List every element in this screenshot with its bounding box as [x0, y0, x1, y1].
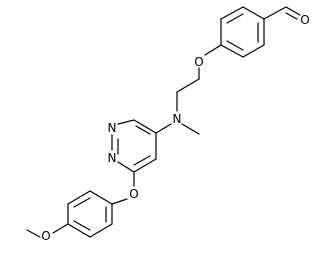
aryl-ether-oxygen-label: O — [194, 55, 203, 69]
ethylene-linker — [176, 44, 222, 112]
diaryl-ether-oxygen-label: O — [129, 187, 138, 201]
pyrimidine-ring — [111, 119, 157, 173]
pyrimidine-nitrogen-1-label: N — [108, 121, 117, 135]
methoxyphenyl-ring — [67, 190, 113, 238]
atom-labels: O O N N N O O — [41, 13, 309, 243]
benzaldehyde-ring — [220, 6, 265, 58]
n-pyrimidine-bond — [155, 123, 172, 134]
aldehyde-group — [263, 6, 301, 20]
n-methyl-bond — [181, 123, 200, 135]
methoxy-oxygen-label: O — [41, 229, 50, 243]
aldehyde-oxygen-label: O — [300, 13, 309, 27]
pyrimidine-nitrogen-3-label: N — [108, 151, 117, 165]
amine-nitrogen-label: N — [173, 112, 182, 126]
ether-aryl-bond — [111, 198, 128, 205]
methoxy-group — [26, 223, 69, 238]
